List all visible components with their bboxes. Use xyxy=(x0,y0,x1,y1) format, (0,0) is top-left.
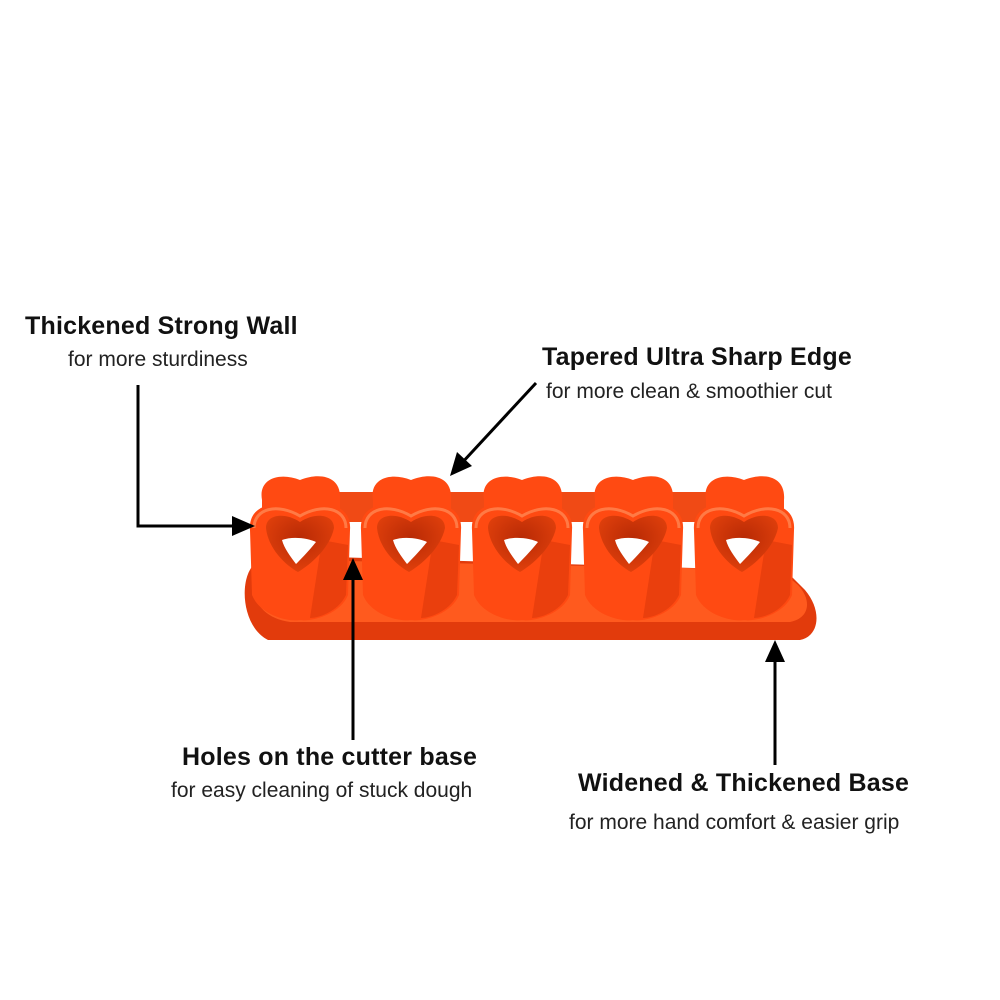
cutter-2 xyxy=(360,476,462,621)
cutter-5 xyxy=(693,476,795,621)
callout-holes-title: Holes on the cutter base xyxy=(182,743,478,771)
arrowhead-edge xyxy=(450,452,472,476)
callout-wall-title: Thickened Strong Wall xyxy=(25,312,298,340)
callout-base-subtitle: for more hand comfort & easier grip xyxy=(569,811,900,834)
cutter-4 xyxy=(582,476,684,621)
callout-edge-title: Tapered Ultra Sharp Edge xyxy=(542,343,852,371)
arrowhead-holes xyxy=(343,558,363,580)
cutter-1 xyxy=(249,476,351,621)
callout-edge-subtitle: for more clean & smoothier cut xyxy=(546,380,832,403)
arrow-edge xyxy=(458,381,538,467)
callout-wall-subtitle: for more sturdiness xyxy=(68,348,248,371)
arrowhead-base xyxy=(765,640,785,662)
arrow-wall xyxy=(136,385,240,528)
arrow-heads xyxy=(232,452,785,662)
callout-holes-subtitle: for easy cleaning of stuck dough xyxy=(171,779,473,802)
cutter-3 xyxy=(471,476,573,621)
arrowhead-wall xyxy=(232,516,255,536)
callout-base-title: Widened & Thickened Base xyxy=(578,769,910,797)
callout-arrows xyxy=(136,381,777,765)
